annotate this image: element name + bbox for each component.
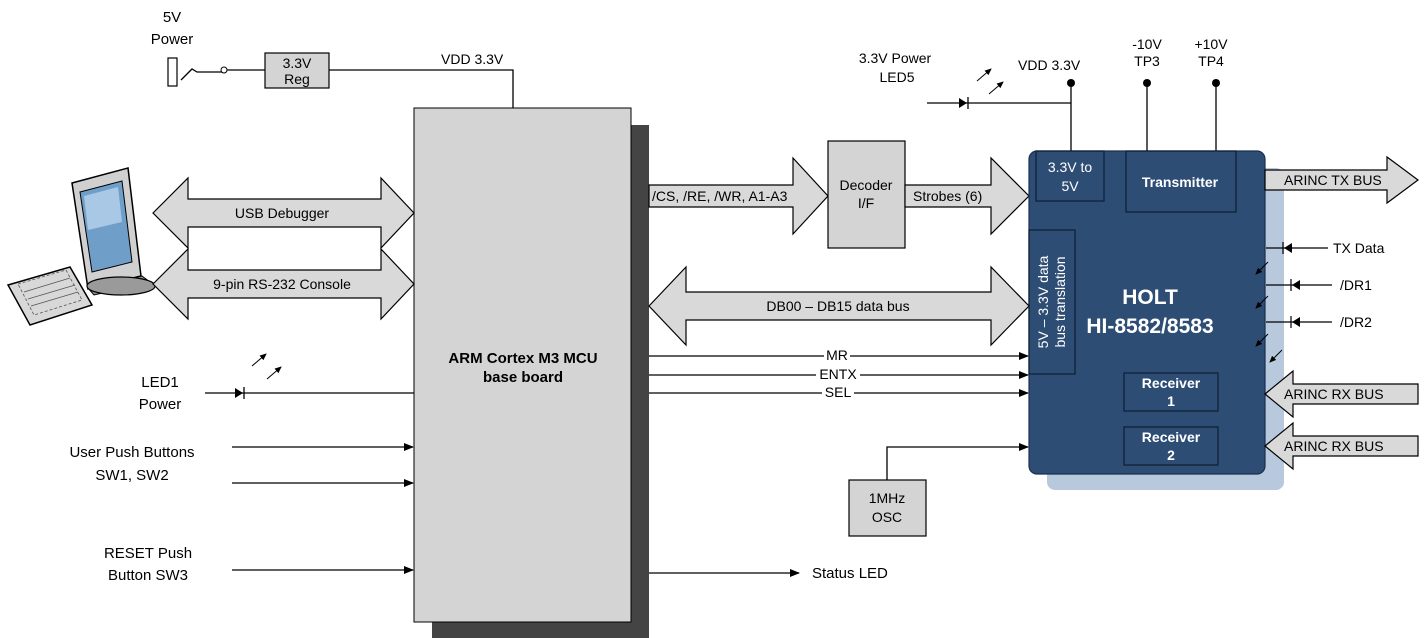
- data-bus: DB00 – DB15 data bus: [648, 265, 1030, 347]
- power-jack-terminal: [220, 66, 228, 74]
- data-translation-box: [1028, 229, 1076, 375]
- led1-label-line2: Power: [139, 396, 182, 413]
- receiver1-label-line2: 1: [1167, 393, 1175, 409]
- tp3-label-line2: TP3: [1134, 53, 1160, 69]
- power-supply: 5V Power: [151, 9, 265, 87]
- mcu-box: [413, 107, 632, 623]
- regulator: 3.3V Reg VDD 3.3V: [264, 51, 514, 108]
- mcu-label-line2: base board: [483, 369, 563, 386]
- holt-title-line2: HI-8582/8583: [1086, 315, 1213, 338]
- led1-label-line1: LED1: [141, 374, 179, 391]
- vdd-holt-label: VDD 3.3V: [1018, 57, 1081, 73]
- led1-power: LED1 Power: [139, 353, 414, 413]
- transmitter-label: Transmitter: [1142, 174, 1219, 190]
- strobes-bus: Strobes (6): [904, 156, 1030, 236]
- level-shift-label-line2: 5V: [1061, 178, 1079, 194]
- decoder-interface: Decoder I/F: [827, 140, 906, 249]
- arinc-rx-bus-1: ARINC RX BUS: [1264, 369, 1419, 419]
- power-supply-label-line1: 5V: [163, 9, 181, 26]
- power-jack-wire: [180, 68, 222, 81]
- status-led: Status LED: [649, 565, 888, 582]
- led5-label-line2: LED5: [879, 69, 914, 85]
- led5-light-icon: [976, 68, 992, 82]
- user-buttons-label-line2: SW1, SW2: [95, 467, 168, 484]
- power-jack-icon: [167, 57, 178, 87]
- oscillator-label-line1: 1MHz: [869, 490, 906, 506]
- mcu-board: ARM Cortex M3 MCU base board: [413, 107, 649, 638]
- usb-debugger-link: USB Debugger: [152, 176, 415, 250]
- keyboard-icon: [6, 266, 94, 326]
- data-translation-label-line1: 5V – 3.3V data: [1035, 255, 1051, 348]
- test-points: -10V TP3 +10V TP4: [1132, 36, 1228, 152]
- vdd-mcu-wire: [329, 69, 514, 108]
- holt-title-line1: HOLT: [1122, 286, 1178, 309]
- regulator-label-line2: Reg: [284, 71, 310, 87]
- oscillator-box: [848, 479, 927, 537]
- decoder-label-line2: I/F: [858, 195, 874, 211]
- regulator-label-line1: 3.3V: [283, 55, 312, 71]
- tp4-label-line2: TP4: [1198, 53, 1224, 69]
- reset-label-line1: RESET Push: [104, 545, 192, 562]
- transmitter-box: [1125, 150, 1237, 213]
- mcu-label-line1: ARM Cortex M3 MCU: [448, 350, 597, 367]
- rs232-console-link: 9-pin RS-232 Console: [152, 247, 415, 321]
- mr-label: MR: [826, 347, 848, 363]
- tp3-label-line1: -10V: [1132, 36, 1162, 52]
- decoder-label-line1: Decoder: [840, 177, 893, 193]
- user-buttons-label-line1: User Push Buttons: [69, 444, 194, 461]
- tx-data-signal: TX Data: [1266, 240, 1385, 256]
- tx-data-label: TX Data: [1333, 240, 1385, 256]
- sel-label: SEL: [825, 384, 852, 400]
- usb-debugger-label: USB Debugger: [235, 205, 330, 221]
- control-bus-label: /CS, /RE, /WR, A1-A3: [652, 188, 788, 204]
- arinc-rx-bus-1-label: ARINC RX BUS: [1284, 386, 1384, 402]
- oscillator: 1MHz OSC: [848, 443, 1029, 537]
- dr1-signal: /DR1: [1266, 277, 1372, 293]
- holt-chip: HOLT HI-8582/8583 3.3V to 5V Transmitter…: [1028, 150, 1284, 490]
- status-led-label: Status LED: [812, 565, 888, 582]
- led1-diode-icon: [235, 388, 243, 398]
- arinc-rx-bus-2-label: ARINC RX BUS: [1284, 438, 1384, 454]
- rs232-console-label: 9-pin RS-232 Console: [213, 276, 351, 292]
- led5-label-line1: 3.3V Power: [859, 50, 932, 66]
- dr2-label: /DR2: [1340, 314, 1372, 330]
- led5-diode-icon: [959, 98, 967, 108]
- strobes-label: Strobes (6): [913, 188, 982, 204]
- tp4-label-line1: +10V: [1194, 36, 1228, 52]
- control-signals: MR ENTX SEL: [649, 347, 1029, 400]
- vdd-mcu-label: VDD 3.3V: [441, 51, 504, 67]
- data-bus-label: DB00 – DB15 data bus: [766, 298, 909, 314]
- control-bus: /CS, /RE, /WR, A1-A3: [648, 156, 829, 236]
- decoder-box: [827, 140, 906, 249]
- reset-push-button: RESET Push Button SW3: [104, 545, 414, 584]
- osc-clock-wire: [886, 443, 1029, 480]
- arinc-tx-bus-label: ARINC TX BUS: [1284, 172, 1382, 188]
- led5-power: 3.3V Power LED5 VDD 3.3V: [859, 50, 1081, 152]
- entx-label: ENTX: [819, 366, 857, 382]
- oscillator-label-line2: OSC: [872, 509, 902, 525]
- receiver1-box: [1123, 372, 1219, 412]
- receiver2-label-line2: 2: [1167, 447, 1175, 463]
- dr2-signal: /DR2: [1266, 314, 1372, 330]
- level-shift-label-line1: 3.3V to: [1048, 159, 1093, 175]
- dr1-label: /DR1: [1340, 277, 1372, 293]
- level-shift-box: [1035, 150, 1105, 202]
- power-supply-label-line2: Power: [151, 31, 194, 48]
- computer-icon: [6, 167, 156, 326]
- arinc-tx-bus: ARINC TX BUS: [1264, 155, 1420, 205]
- arinc-rx-bus-2: ARINC RX BUS: [1264, 421, 1419, 471]
- data-translation-label-line2: bus translation: [1052, 256, 1068, 347]
- receiver1-label-line1: Receiver: [1142, 375, 1201, 391]
- user-push-buttons: User Push Buttons SW1, SW2: [69, 443, 414, 487]
- receiver2-box: [1123, 426, 1219, 466]
- receiver2-label-line1: Receiver: [1142, 429, 1201, 445]
- led1-light-icon: [251, 353, 267, 367]
- reset-label-line2: Button SW3: [108, 567, 188, 584]
